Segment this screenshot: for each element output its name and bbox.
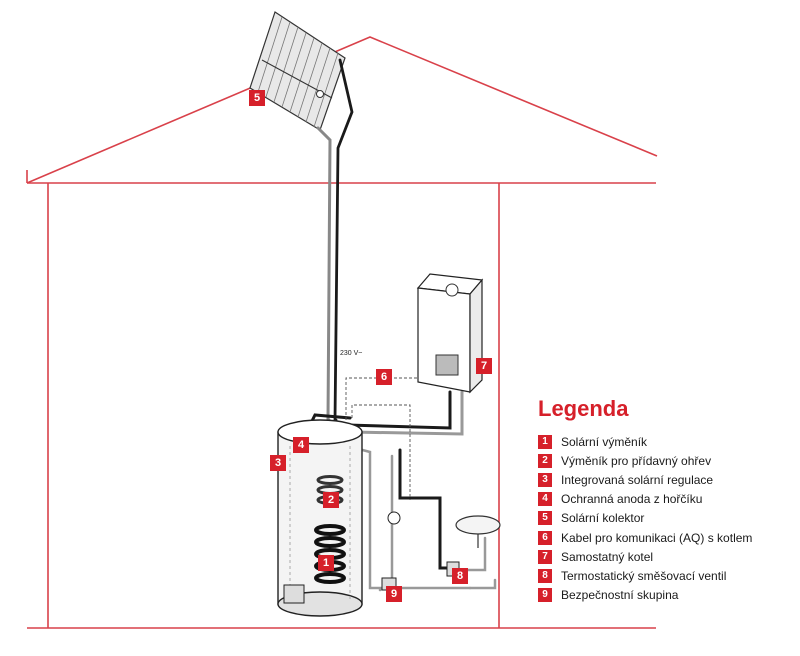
legend-number: 6 (538, 530, 552, 545)
legend-number: 9 (538, 588, 552, 603)
solar-collector (249, 11, 346, 131)
legend-text: Integrovaná solární regulace (561, 472, 714, 487)
legend-text: Termostatický směšovací ventil (561, 568, 727, 583)
legend-title: Legenda (538, 396, 629, 421)
legend-text: Kabel pro komunikaci (AQ) s kotlem (561, 530, 753, 545)
legend-number: 5 (538, 511, 552, 526)
voltage-label: 230 V~ (340, 350, 363, 357)
legend-item: 1 Solární výměník (538, 432, 800, 451)
tag-5: 5 (249, 90, 265, 106)
tag-4: 4 (293, 437, 309, 453)
legend-item: 2 Výměník pro přídavný ohřev (538, 451, 800, 470)
legend-text: Samostatný kotel (561, 549, 654, 564)
legend-text: Solární kolektor (561, 511, 645, 526)
legend-text: Solární výměník (561, 434, 648, 449)
thermostatic-valve (387, 511, 401, 525)
legend-number: 2 (538, 453, 552, 468)
legend-number: 1 (538, 434, 552, 449)
legend-item: 4 Ochranná anoda z hořčíku (538, 490, 800, 509)
legend-number: 8 (538, 568, 552, 583)
legend-item: 7 Samostatný kotel (538, 547, 800, 566)
tag-3: 3 (270, 455, 286, 471)
legend-text: Bezpečnostní skupina (561, 588, 679, 603)
legend-number: 3 (538, 472, 552, 487)
legend-text: Výměník pro přídavný ohřev (561, 453, 712, 468)
shower (455, 515, 501, 548)
legend-text: Ochranná anoda z hořčíku (561, 492, 703, 507)
legend-item: 5 Solární kolektor (538, 509, 800, 528)
legend-item: 8 Termostatický směšovací ventil (538, 566, 800, 585)
tag-9: 9 (386, 586, 402, 602)
tag-8: 8 (452, 568, 468, 584)
tag-1: 1 (318, 555, 334, 571)
legend-item: 6 Kabel pro komunikaci (AQ) s kotlem (538, 528, 800, 547)
legend-number: 7 (538, 549, 552, 564)
legend: Legenda 1 Solární výměník 2 Výměník pro př… (538, 396, 800, 605)
legend-item: 3 Integrovaná solární regulace (538, 470, 800, 489)
legend-item: 9 Bezpečnostní skupina (538, 586, 800, 605)
boiler (416, 273, 484, 394)
house-outline (26, 36, 658, 629)
tag-6: 6 (376, 369, 392, 385)
legend-number: 4 (538, 492, 552, 507)
tag-7: 7 (476, 358, 492, 374)
tag-2: 2 (323, 492, 339, 508)
storage-tank (277, 419, 363, 617)
